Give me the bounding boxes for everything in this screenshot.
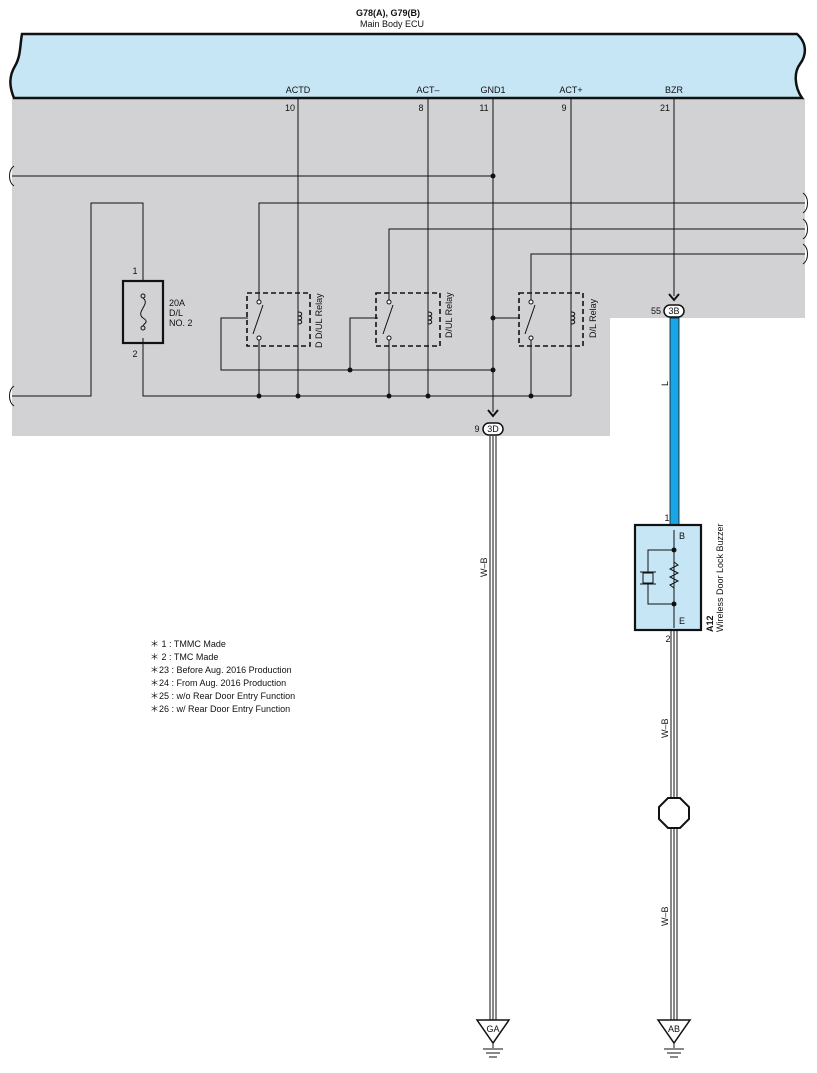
footnote-item: ＊ 1 : TMMC Made (150, 638, 295, 651)
terminal-bzr-pin: 21 (660, 103, 670, 113)
terminal-actm-pin: 8 (418, 103, 423, 113)
junction-3b-pin: 55 (651, 306, 661, 316)
footnote-mark: ＊26 (150, 704, 170, 714)
footnote-item: ＊25 : w/o Rear Door Entry Function (150, 690, 295, 703)
fuse-pin-top: 1 (132, 266, 137, 276)
footnote-mark: ＊24 (150, 678, 170, 688)
footnote-text: : w/o Rear Door Entry Function (171, 691, 296, 701)
junction-3d-pin: 9 (474, 424, 479, 434)
terminal-actd-pin: 10 (285, 103, 295, 113)
splice-nodes (256, 173, 534, 399)
footnotes-list: ＊ 1 : TMMC Made ＊ 2 : TMC Made ＊23 : Bef… (150, 638, 295, 716)
relay1-label: D D/UL Relay (314, 293, 324, 348)
buzzer-term-b: B (679, 531, 685, 541)
footnote-mark: ＊ 2 (150, 652, 167, 662)
fuse-name: D/L (169, 308, 183, 318)
ecu-connectors-label: G78(A), G79(B) (356, 8, 420, 18)
footnote-item: ＊26 : w/ Rear Door Entry Function (150, 703, 295, 716)
buzzer-code: A12 (705, 615, 715, 632)
wire-wb-ga (489, 436, 497, 1020)
relay2-label: D/UL Relay (444, 292, 454, 338)
relay-dl: D/L Relay (518, 292, 598, 347)
buzzer-pin-bottom: 2 (665, 634, 670, 644)
buzzer-term-e: E (679, 616, 685, 626)
ecu-terminals: ACTD ACT– GND1 ACT+ BZR 10 8 11 9 21 (285, 85, 684, 113)
terminal-actd-name: ACTD (286, 85, 311, 95)
wire-wb-ga-label: W–B (479, 557, 489, 577)
junction-3d: 3D 9 (474, 409, 504, 436)
buzzer-name: Wireless Door Lock Buzzer (715, 523, 725, 632)
junction-3b-label: 3B (668, 306, 679, 316)
fuse-sub: NO. 2 (169, 318, 193, 328)
wire-l-blue (669, 317, 680, 526)
buzzer-a12: 1 B E 2 A12 Wireless Door Lock Buzzer (633, 513, 725, 644)
break-marks (9, 165, 808, 407)
terminal-actp-pin: 9 (561, 103, 566, 113)
ecu-body-area (12, 98, 805, 436)
wire-wb-buzzer-label: W–B (660, 718, 670, 738)
wire-l-label: L (660, 381, 670, 386)
footnote-text: : TMMC Made (169, 639, 226, 649)
footnote-item: ＊24 : From Aug. 2016 Production (150, 677, 295, 690)
junction-3d-label: 3D (487, 424, 499, 434)
footnote-mark: ＊23 (150, 665, 170, 675)
ecu-name-label: Main Body ECU (360, 19, 424, 29)
footnote-text: : TMC Made (169, 652, 219, 662)
terminal-actm-name: ACT– (416, 85, 439, 95)
splice-connector (658, 797, 690, 829)
wire-wb-ab-label: W–B (660, 906, 670, 926)
junction-3b: 3B 55 (651, 293, 685, 318)
relay3-label: D/L Relay (588, 298, 598, 338)
ground-ga-label: GA (486, 1024, 499, 1034)
fuse-d-l-no2: 1 2 20A D/L NO. 2 (121, 266, 193, 359)
wire-wb-ab (670, 828, 678, 1020)
relay-d-dul: D D/UL Relay (246, 292, 324, 348)
buzzer-pin-top: 1 (664, 513, 669, 523)
terminal-gnd1-name: GND1 (480, 85, 505, 95)
footnote-item: ＊23 : Before Aug. 2016 Production (150, 664, 295, 677)
ecu-box (9, 32, 807, 100)
terminal-gnd1-pin: 11 (479, 103, 488, 113)
fuse-pin-bottom: 2 (132, 349, 137, 359)
ground-ga: GA (475, 1019, 511, 1058)
footnote-item: ＊ 2 : TMC Made (150, 651, 295, 664)
ground-ab-label: AB (668, 1024, 680, 1034)
footnote-text: : w/ Rear Door Entry Function (171, 704, 291, 714)
terminal-bzr-name: BZR (665, 85, 684, 95)
ground-ab: AB (656, 1019, 692, 1058)
terminal-actp-name: ACT+ (559, 85, 582, 95)
fuse-rating: 20A (169, 298, 185, 308)
relay-dul: D/UL Relay (375, 292, 454, 347)
footnote-text: : Before Aug. 2016 Production (171, 665, 292, 675)
wire-wb-buzzer (670, 630, 678, 798)
footnote-mark: ＊25 (150, 691, 170, 701)
footnote-mark: ＊ 1 (150, 639, 167, 649)
footnote-text: : From Aug. 2016 Production (171, 678, 287, 688)
